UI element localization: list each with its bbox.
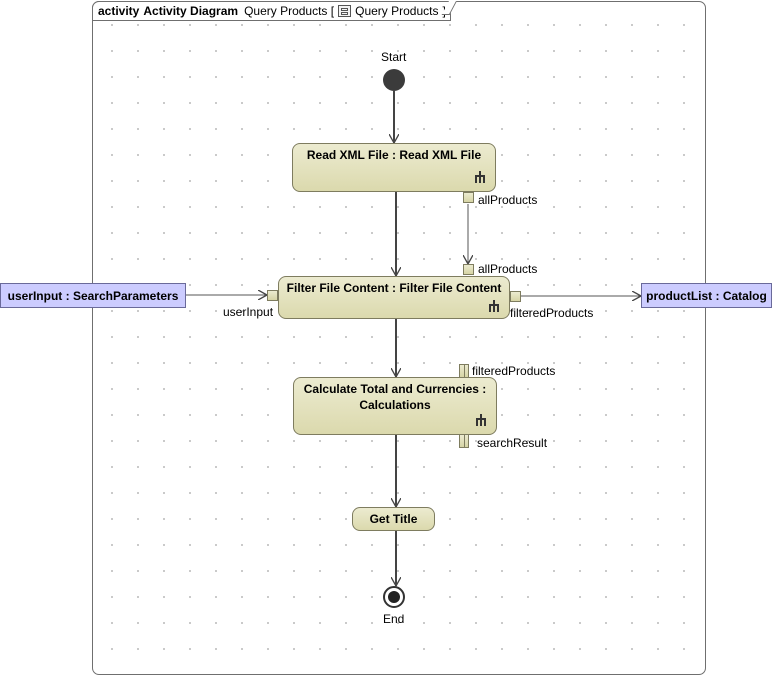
pin-read-allproducts-label: allProducts [478,193,538,207]
start-label: Start [381,50,407,64]
final-node[interactable] [383,586,405,608]
pin-filter-allproducts-label: allProducts [478,262,538,276]
pin-calc-searchresult-out[interactable] [459,434,469,448]
end-label: End [383,612,405,626]
frame-name: Activity Diagram [143,4,239,18]
action-calculate-label: Calculate Total and Currencies : Calcula… [303,382,487,412]
pin-calc-filteredproducts-in[interactable] [459,364,469,378]
action-calculate-totals[interactable]: Calculate Total and Currencies : Calcula… [293,377,497,435]
pin-filter-allproducts-in[interactable] [463,264,474,275]
call-behavior-rake-icon [475,171,485,183]
call-behavior-rake-icon [476,414,486,426]
pin-filter-userinput-label: userInput [223,305,274,319]
action-filter-label: Filter File Content : Filter File Conten… [286,281,502,295]
pin-calc-searchresult-label: searchResult [477,436,548,450]
action-read-xml-label: Read XML File : Read XML File [306,148,482,162]
action-get-title-label: Get Title [369,512,418,526]
frame-context-open: Query Products [ [244,4,335,18]
frame-context-value: Query Products [355,4,439,18]
action-read-xml-file[interactable]: Read XML File : Read XML File [292,143,496,192]
object-product-list[interactable]: productList : Catalog [641,283,772,308]
call-behavior-rake-icon [489,300,499,312]
diagram-frame [92,1,706,675]
frame-header: activity Activity Diagram Query Products… [92,1,451,21]
action-filter-file-content[interactable]: Filter File Content : Filter File Conten… [278,276,510,319]
pin-filter-userinput-in[interactable] [267,290,278,301]
pin-read-allproducts-out[interactable] [463,192,474,203]
frame-kind: activity [98,4,140,18]
initial-node[interactable] [383,69,405,91]
pin-filter-filteredproducts-out[interactable] [510,291,521,302]
object-user-input[interactable]: userInput : SearchParameters [0,283,186,308]
pin-calc-filteredproducts-label: filteredProducts [472,364,556,378]
pin-filter-filteredproducts-label: filteredProducts [510,306,594,320]
class-context-icon [338,5,352,17]
action-get-title[interactable]: Get Title [352,507,435,531]
